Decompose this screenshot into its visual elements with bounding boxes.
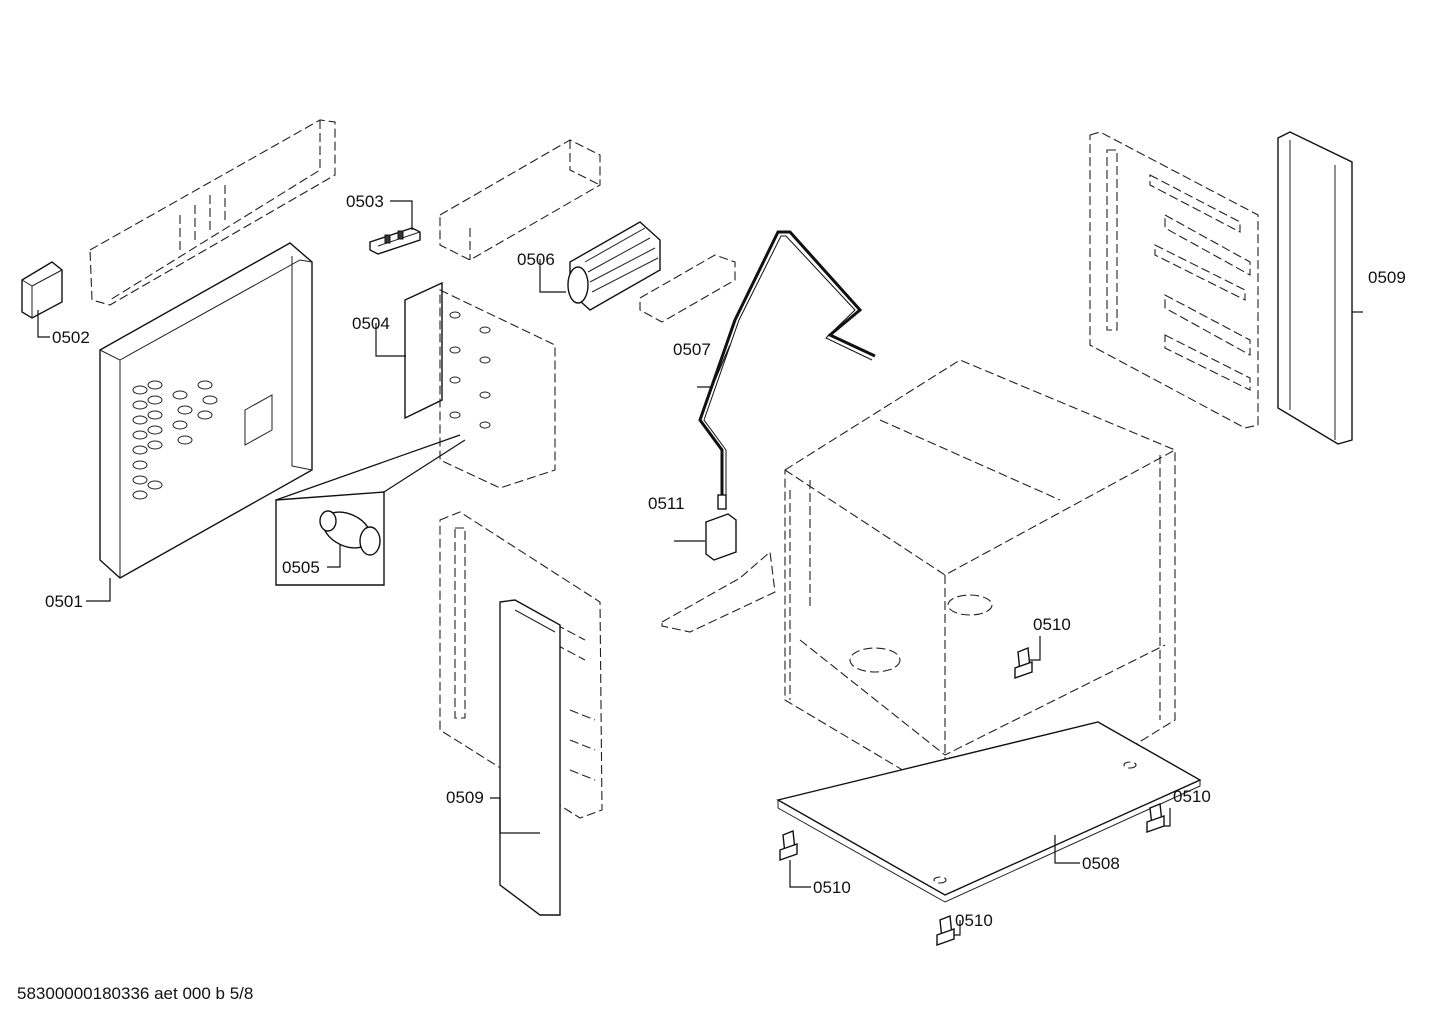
part-0507-gas-pipe [698, 230, 876, 510]
part-0505-lamp-detail [275, 434, 466, 586]
callout-0506: 0506 [517, 250, 555, 269]
callout-0503: 0503 [346, 192, 384, 211]
document-footer-id: 58300000180336 aet 000 b 5/8 [17, 984, 253, 1003]
oven-cavity-frame-dashed [784, 359, 1176, 840]
callout-0502: 0502 [52, 328, 90, 347]
fan-support-bracket-dashed [639, 254, 736, 323]
screw-0510-a [1014, 647, 1033, 679]
part-0504-control-board [404, 281, 556, 489]
callout-0510-left: 0510 [813, 878, 851, 897]
part-0508-base-plate [776, 721, 1202, 903]
callout-0510-cavity: 0510 [1033, 615, 1071, 634]
rear-heat-shield-dashed [89, 119, 336, 306]
fan-bracket-dashed [439, 139, 601, 261]
part-0501-rear-panel [99, 242, 313, 579]
callout-0509-right: 0509 [1368, 268, 1406, 287]
part-0510-screws [779, 647, 1165, 946]
part-0511-gas-valve [661, 513, 776, 633]
part-0506-tangential-fan [567, 221, 661, 311]
side-wall-right-dashed [1089, 131, 1259, 429]
callout-0508: 0508 [1082, 854, 1120, 873]
callout-0509-left: 0509 [446, 788, 484, 807]
callout-0505: 0505 [282, 558, 320, 577]
part-0502-cover-plate [21, 261, 63, 319]
callout-0510-right: 0510 [1173, 787, 1211, 806]
callout-labels: 0501 0502 0503 0504 0505 0506 0507 0508 … [45, 192, 1406, 930]
callout-0504: 0504 [352, 314, 390, 333]
callout-0511: 0511 [648, 494, 685, 513]
part-0509-side-cover-left [499, 599, 561, 916]
callout-0507: 0507 [673, 340, 711, 359]
screw-0510-c [779, 830, 798, 861]
part-0503-terminal-block [369, 227, 421, 255]
leader-lines [37, 200, 1363, 936]
callout-0501: 0501 [45, 592, 83, 611]
screw-0510-d [936, 915, 955, 946]
callout-0510-bottom: 0510 [955, 911, 993, 930]
screw-0510-b [1146, 803, 1165, 833]
part-0509-side-cover-right [1277, 131, 1353, 445]
